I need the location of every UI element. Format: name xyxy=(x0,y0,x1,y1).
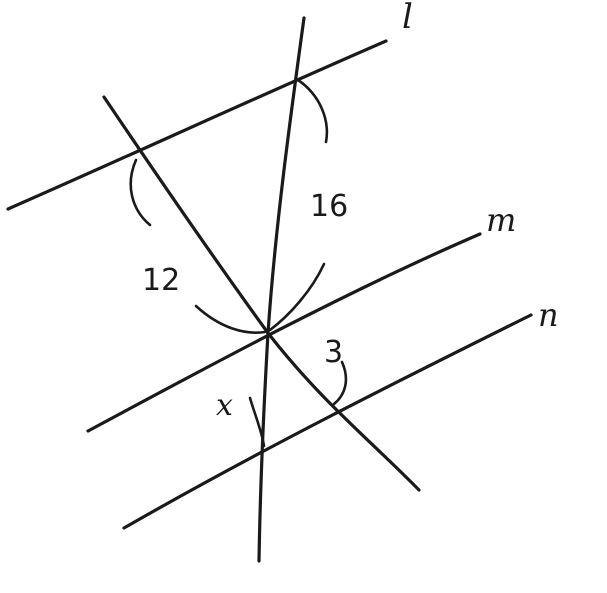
line-m-label: m xyxy=(486,201,516,239)
angle-arc-16-center xyxy=(268,262,326,332)
angle-arc-12-left xyxy=(129,158,152,227)
angle-arc-12-center xyxy=(194,304,267,334)
angle-label-16: 16 xyxy=(310,189,348,224)
line-l-label: l xyxy=(402,0,413,37)
line-l xyxy=(6,39,388,211)
angle-arc-x xyxy=(248,396,266,448)
angle-label-12: 12 xyxy=(142,263,180,298)
angle-label-3: 3 xyxy=(324,335,343,370)
angle-label-x: x xyxy=(216,388,233,423)
transversal-steep xyxy=(257,16,306,563)
line-m xyxy=(86,232,482,433)
line-n xyxy=(122,313,533,530)
angle-arc-3 xyxy=(332,360,348,406)
line-n-label: n xyxy=(538,296,559,334)
angle-arc-16-top xyxy=(296,78,329,144)
transversal-diagonal xyxy=(102,95,421,492)
